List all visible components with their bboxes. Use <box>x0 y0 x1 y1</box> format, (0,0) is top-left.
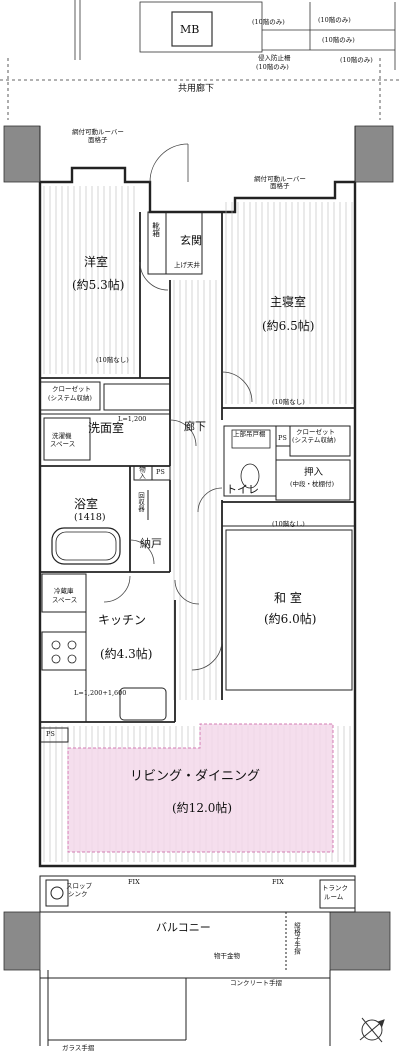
balcony <box>39 875 356 1046</box>
toilet-label: トイレ <box>226 483 259 496</box>
system-storage-right: (システム収納) <box>292 436 336 444</box>
tenth-floor-note-2: (10階のみ) <box>318 16 351 24</box>
living-dining-size: (約12.0帖) <box>172 801 233 815</box>
fridge-space-label-1: 冷蔵庫 <box>54 587 74 595</box>
japanese-room-size: (約6.0帖) <box>264 612 317 626</box>
western-room-size: (約5.3帖) <box>72 278 125 292</box>
compass-icon <box>359 1017 385 1043</box>
balcony-label: バルコニー <box>156 921 211 934</box>
living-dining-label: リビング・ダイニング <box>130 769 261 784</box>
closet-left-label: クローゼット <box>52 385 91 393</box>
upper-cabinet-label: 上部吊戸棚 <box>233 430 266 438</box>
slop-sink-label-1: スロップ <box>66 882 92 890</box>
none-10f-left: (10階なし) <box>96 356 129 364</box>
common-corridor-label: 共用廊下 <box>178 84 215 94</box>
master-bedroom-label: 主寝室 <box>270 295 307 309</box>
none-10f-right: (10階なし) <box>272 398 305 406</box>
fridge-space-label-2: スペース <box>52 596 78 604</box>
intrusion-fence-label: 侵入防止柵 <box>258 54 291 62</box>
western-room-label: 洋室 <box>84 255 109 269</box>
ps-bottom-label: PS <box>46 730 55 738</box>
oshiire-label: 押入 <box>304 467 324 478</box>
slop-sink-label-2: シンク <box>68 890 88 898</box>
mb-label: MB <box>180 23 200 36</box>
louver-left-label: 網付可動ルーバー <box>72 128 124 136</box>
closet-right-label: クローゼット <box>296 428 335 436</box>
tenth-floor-note-1: (10階のみ) <box>252 18 285 26</box>
tenth-floor-note-3: (10階のみ) <box>322 36 355 44</box>
tenth-floor-note-4: (10階のみ) <box>256 63 289 71</box>
kitchen-label: キッチン <box>98 613 147 627</box>
shoe-box-label: 靴箱 <box>151 222 161 237</box>
system-storage-left: (システム収納) <box>48 394 92 402</box>
columns <box>3 125 394 971</box>
metal-fitting-label: 物干金物 <box>214 952 240 960</box>
doors <box>103 143 253 671</box>
trunk-room-label-1: トランク <box>322 884 348 892</box>
lattice-right-label: 面格子 <box>270 182 290 190</box>
ps-mid-label: PS <box>156 468 165 476</box>
bath-label: 浴室 <box>74 497 99 511</box>
fix-left-label: FIX <box>128 878 140 886</box>
oshiire-sub-label: (中段・枕棚付) <box>290 480 335 488</box>
washer-space-label-2: スペース <box>50 440 76 448</box>
glass-rail-label: ガラス手摺 <box>62 1044 95 1052</box>
kitchen-size: (約4.3帖) <box>100 647 153 661</box>
raised-ceiling-label: 上げ天井 <box>174 261 200 269</box>
hallway-label: 廊下 <box>184 420 206 433</box>
washroom-label: 洗面室 <box>88 421 125 435</box>
master-bedroom-size: (約6.5帖) <box>262 319 315 333</box>
lattice-rail-label: 縦格子手摺 <box>292 922 301 955</box>
fix-right-label: FIX <box>272 878 284 886</box>
none-10f-japanese: (10階なし) <box>272 520 305 528</box>
nando-label: 納戸 <box>140 537 162 550</box>
concrete-rail-label: コンクリート手摺 <box>230 979 282 987</box>
storage-cab-label: 物入 <box>137 466 146 479</box>
lattice-left-label: 面格子 <box>88 136 108 144</box>
trunk-room-label-2: ルーム <box>324 893 344 901</box>
heater-label: 回収器 <box>136 492 145 512</box>
tenth-floor-note-5: (10階のみ) <box>340 56 373 64</box>
japanese-room-label: 和 室 <box>274 591 302 605</box>
living-dining-highlight <box>67 723 334 853</box>
washer-space-label-1: 洗濯機 <box>52 432 72 440</box>
bath-size-label: (1418) <box>74 512 106 523</box>
ps-right-label: PS <box>278 434 287 442</box>
common-area <box>0 0 400 120</box>
entrance-label: 玄関 <box>180 234 202 247</box>
interior-walls <box>39 211 355 877</box>
l-kitchen-label: L=1,200+1,600 <box>74 689 127 697</box>
louver-right-label: 網付可動ルーバー <box>254 175 306 183</box>
l-1200-label: L=1,200 <box>118 415 147 423</box>
